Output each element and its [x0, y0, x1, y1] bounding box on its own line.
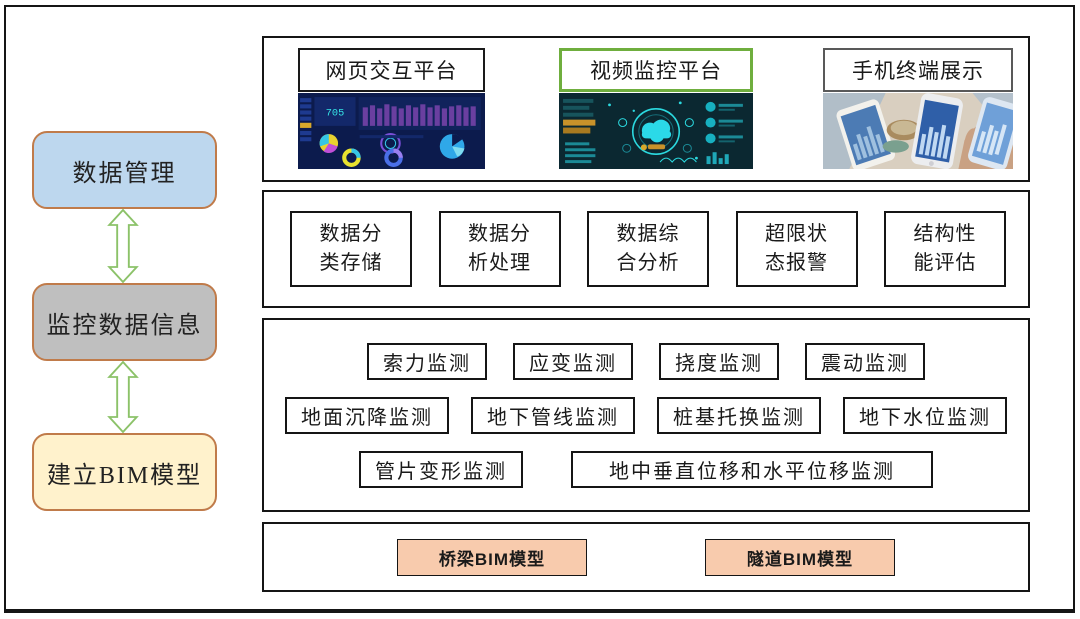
- flow-node-monitoring-data: 监控数据信息: [32, 283, 217, 361]
- bim-box-tunnel: 隧道BIM模型: [705, 538, 895, 576]
- section-display-platforms: 网页交互平台 705: [262, 36, 1030, 182]
- monitor-box-groundwater-level: 地下水位监测: [843, 396, 1007, 434]
- monitor-box-label: 应变监测: [529, 352, 617, 375]
- platform-video: 视频监控平台: [559, 48, 753, 169]
- bim-box-label: 隧道BIM模型: [746, 549, 854, 569]
- web-dashboard-illustration: 705: [298, 93, 485, 169]
- flow-node-bim-model: 建立BIM模型: [32, 433, 217, 511]
- monitor-box-label: 索力监测: [383, 352, 471, 375]
- platform-mobile-label-box: 手机终端展示: [823, 48, 1013, 92]
- monitor-box-segment-deformation: 管片变形监测: [359, 450, 523, 488]
- flow-node-data-management: 数据管理: [32, 131, 217, 209]
- platform-web: 网页交互平台 705: [298, 48, 485, 169]
- monitor-box-ground-settlement: 地面沉降监测: [285, 396, 449, 434]
- monitor-box-pile-underpinning: 桩基托换监测: [657, 396, 821, 434]
- double-arrow-icon: [107, 209, 139, 283]
- process-box-line1: 数据分: [468, 223, 531, 245]
- process-box-line1: 数据综: [616, 223, 680, 245]
- section-data-processing: 数据分 类存储 数据分 析处理 数据综 合分析 超限状 态报警 结构性 能评估: [262, 190, 1030, 308]
- section-monitoring-items: 索力监测 应变监测 挠度监测 震动监测 地面沉降监测 地下管线监测 桩基托换监测…: [262, 318, 1030, 512]
- platform-mobile: 手机终端展示: [823, 48, 1022, 171]
- cloud-icon: [641, 130, 672, 139]
- process-box-structural-evaluation: 结构性 能评估: [884, 211, 1006, 287]
- mobile-photo-illustration: [823, 93, 1022, 171]
- monitoring-row-1: 索力监测 应变监测 挠度监测 震动监测: [264, 342, 1028, 380]
- process-box-line2: 析处理: [468, 252, 531, 274]
- process-box-comprehensive-analysis: 数据综 合分析: [587, 211, 709, 287]
- double-arrow-icon: [107, 361, 139, 433]
- platform-video-label: 视频监控平台: [590, 60, 722, 83]
- video-dashboard-illustration: [559, 93, 753, 169]
- dashboard-metric: 705: [326, 108, 344, 120]
- process-box-line1: 数据分: [319, 223, 383, 245]
- process-box-line1: 结构性: [913, 223, 977, 245]
- bim-box-bridge: 桥梁BIM模型: [397, 538, 587, 576]
- monitor-box-label: 桩基托换监测: [673, 406, 805, 429]
- monitor-box-strain: 应变监测: [513, 342, 633, 380]
- monitor-box-label: 地中垂直位移和水平位移监测: [609, 460, 895, 483]
- monitor-box-label: 地下水位监测: [859, 406, 991, 429]
- process-box-data-storage: 数据分 类存储: [290, 211, 412, 287]
- platform-web-label-box: 网页交互平台: [298, 48, 485, 92]
- monitor-box-cable-force: 索力监测: [367, 342, 487, 380]
- monitor-box-label: 震动监测: [821, 352, 909, 375]
- process-box-line2: 能评估: [913, 252, 977, 274]
- platform-mobile-label: 手机终端展示: [852, 60, 984, 83]
- monitoring-row-3: 管片变形监测 地中垂直位移和水平位移监测: [264, 450, 1028, 488]
- monitor-box-deflection: 挠度监测: [659, 342, 779, 380]
- process-box-line1: 超限状: [765, 223, 828, 245]
- process-box-line2: 态报警: [765, 252, 828, 274]
- monitor-box-vibration: 震动监测: [805, 342, 925, 380]
- monitor-box-displacement: 地中垂直位移和水平位移监测: [571, 450, 933, 488]
- monitor-box-underground-pipeline: 地下管线监测: [471, 396, 635, 434]
- web-dashboard-preview-image: 705: [298, 93, 485, 169]
- monitor-box-label: 地下管线监测: [487, 406, 619, 429]
- monitor-box-label: 地面沉降监测: [301, 406, 433, 429]
- process-box-data-analysis: 数据分 析处理: [438, 211, 561, 287]
- process-box-overlimit-alarm: 超限状 态报警: [735, 211, 858, 287]
- process-box-line2: 合分析: [616, 252, 680, 274]
- process-box-line2: 类存储: [319, 252, 383, 274]
- video-dashboard-preview-image: [559, 93, 753, 169]
- section-bim-models: 桥梁BIM模型 隧道BIM模型: [262, 522, 1030, 592]
- monitoring-row-2: 地面沉降监测 地下管线监测 桩基托换监测 地下水位监测: [264, 396, 1028, 434]
- flow-node-label: 数据管理: [72, 160, 177, 187]
- platform-web-label: 网页交互平台: [325, 60, 458, 83]
- flow-node-label: 建立BIM模型: [46, 462, 203, 489]
- mobile-photo-preview-image: [823, 93, 1022, 171]
- bim-box-label: 桥梁BIM模型: [438, 549, 546, 569]
- monitor-box-label: 挠度监测: [675, 352, 763, 375]
- platform-video-label-box: 视频监控平台: [559, 48, 753, 92]
- flow-node-label: 监控数据信息: [46, 312, 203, 339]
- monitor-box-label: 管片变形监测: [375, 460, 507, 483]
